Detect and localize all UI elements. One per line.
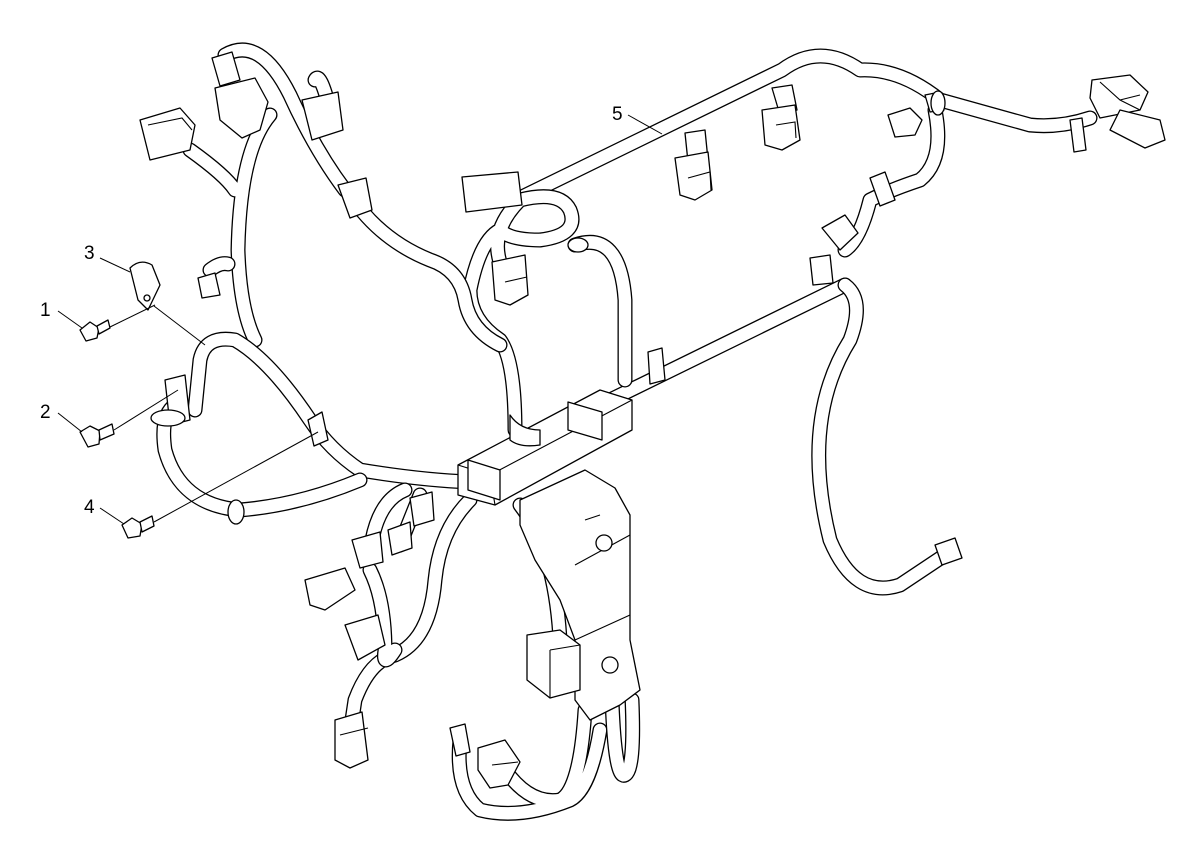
callout-numbers: 1 2 3 4 5 (40, 104, 623, 518)
bolt-part-4 (121, 515, 155, 539)
clip-part-3 (129, 261, 161, 311)
clips-and-fasteners (79, 90, 946, 539)
callout-4: 4 (84, 497, 95, 518)
callout-2: 2 (40, 402, 51, 423)
callout-5: 5 (612, 104, 623, 125)
callout-3: 3 (84, 243, 95, 264)
leader-lines (57, 114, 663, 525)
bolt-part-1 (79, 319, 111, 342)
callout-1: 1 (40, 300, 51, 321)
screw-part-2 (79, 423, 115, 448)
connectors (139, 51, 1166, 789)
junction-block (457, 389, 641, 721)
